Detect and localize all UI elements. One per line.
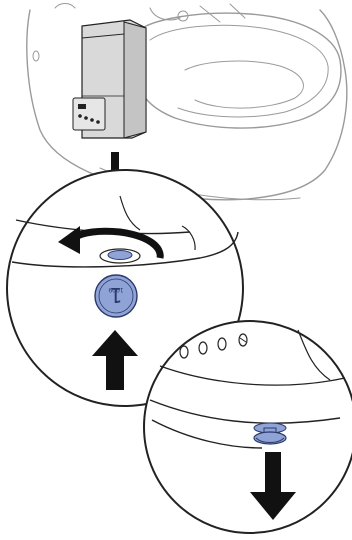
down-arrow-icon: [250, 452, 296, 520]
filter-cap: 1 1009: [94, 274, 138, 318]
detail-circle-pull-cap: [143, 320, 352, 534]
detail-circle-remove-cap: 1 1009: [6, 169, 244, 407]
cap-number-label: 1: [110, 283, 123, 307]
toilet-rim: [137, 12, 342, 129]
control-panel: [72, 97, 106, 131]
cap-small-text: 1009: [108, 286, 123, 293]
up-arrow-icon: [92, 330, 138, 390]
detail-circle-2: [143, 320, 352, 534]
filter-unit: [72, 19, 147, 139]
rotate-arrow-icon: [58, 226, 164, 259]
toilet-body: [26, 9, 348, 201]
filter-cap-side: [253, 422, 287, 445]
